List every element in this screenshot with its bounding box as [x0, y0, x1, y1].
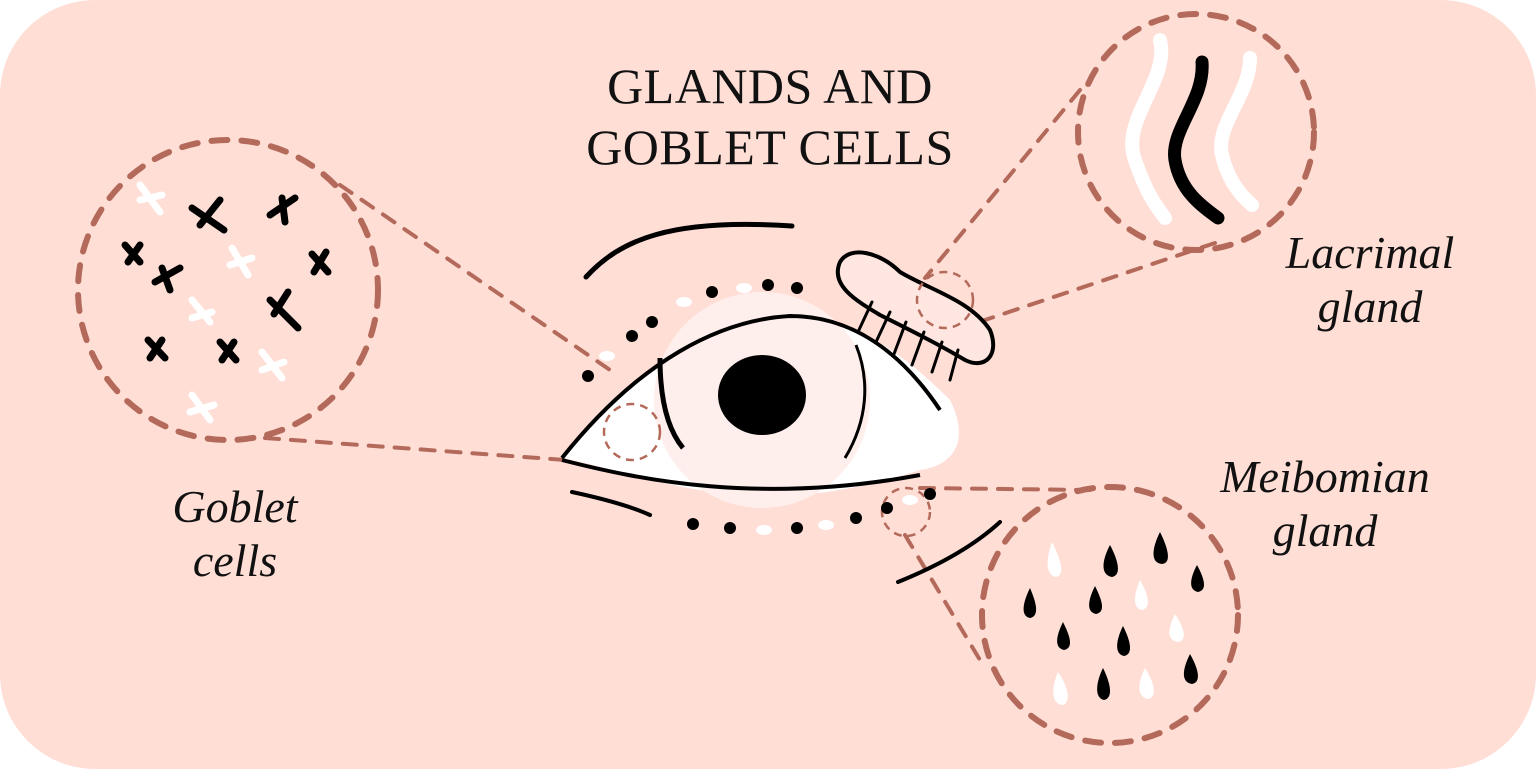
goblet-cells-label: Goblet cells: [130, 480, 340, 588]
title-line-1: GLANDS AND: [607, 58, 933, 114]
meibomian-label-line-1: Meibomian: [1220, 451, 1430, 502]
goblet-label-line-2: cells: [192, 535, 278, 586]
meibomian-label-line-2: gland: [1272, 505, 1378, 556]
lacrimal-gland-magnifier: [1075, 11, 1317, 253]
goblet-label-line-1: Goblet: [172, 481, 298, 532]
lacrimal-label-line-1: Lacrimal: [1285, 227, 1455, 278]
lacrimal-gland-label: Lacrimal gland: [1255, 226, 1485, 334]
meibomian-gland-magnifier: [979, 484, 1241, 746]
diagram-title: GLANDS AND GOBLET CELLS: [540, 56, 1000, 178]
title-line-2: GOBLET CELLS: [586, 119, 954, 175]
meibomian-gland-label: Meibomian gland: [1190, 450, 1460, 558]
lacrimal-label-line-2: gland: [1317, 281, 1423, 332]
eye-drawing: [560, 221, 1002, 584]
goblet-cells-magnifier: [75, 137, 381, 443]
connector-lines: [263, 88, 1217, 662]
